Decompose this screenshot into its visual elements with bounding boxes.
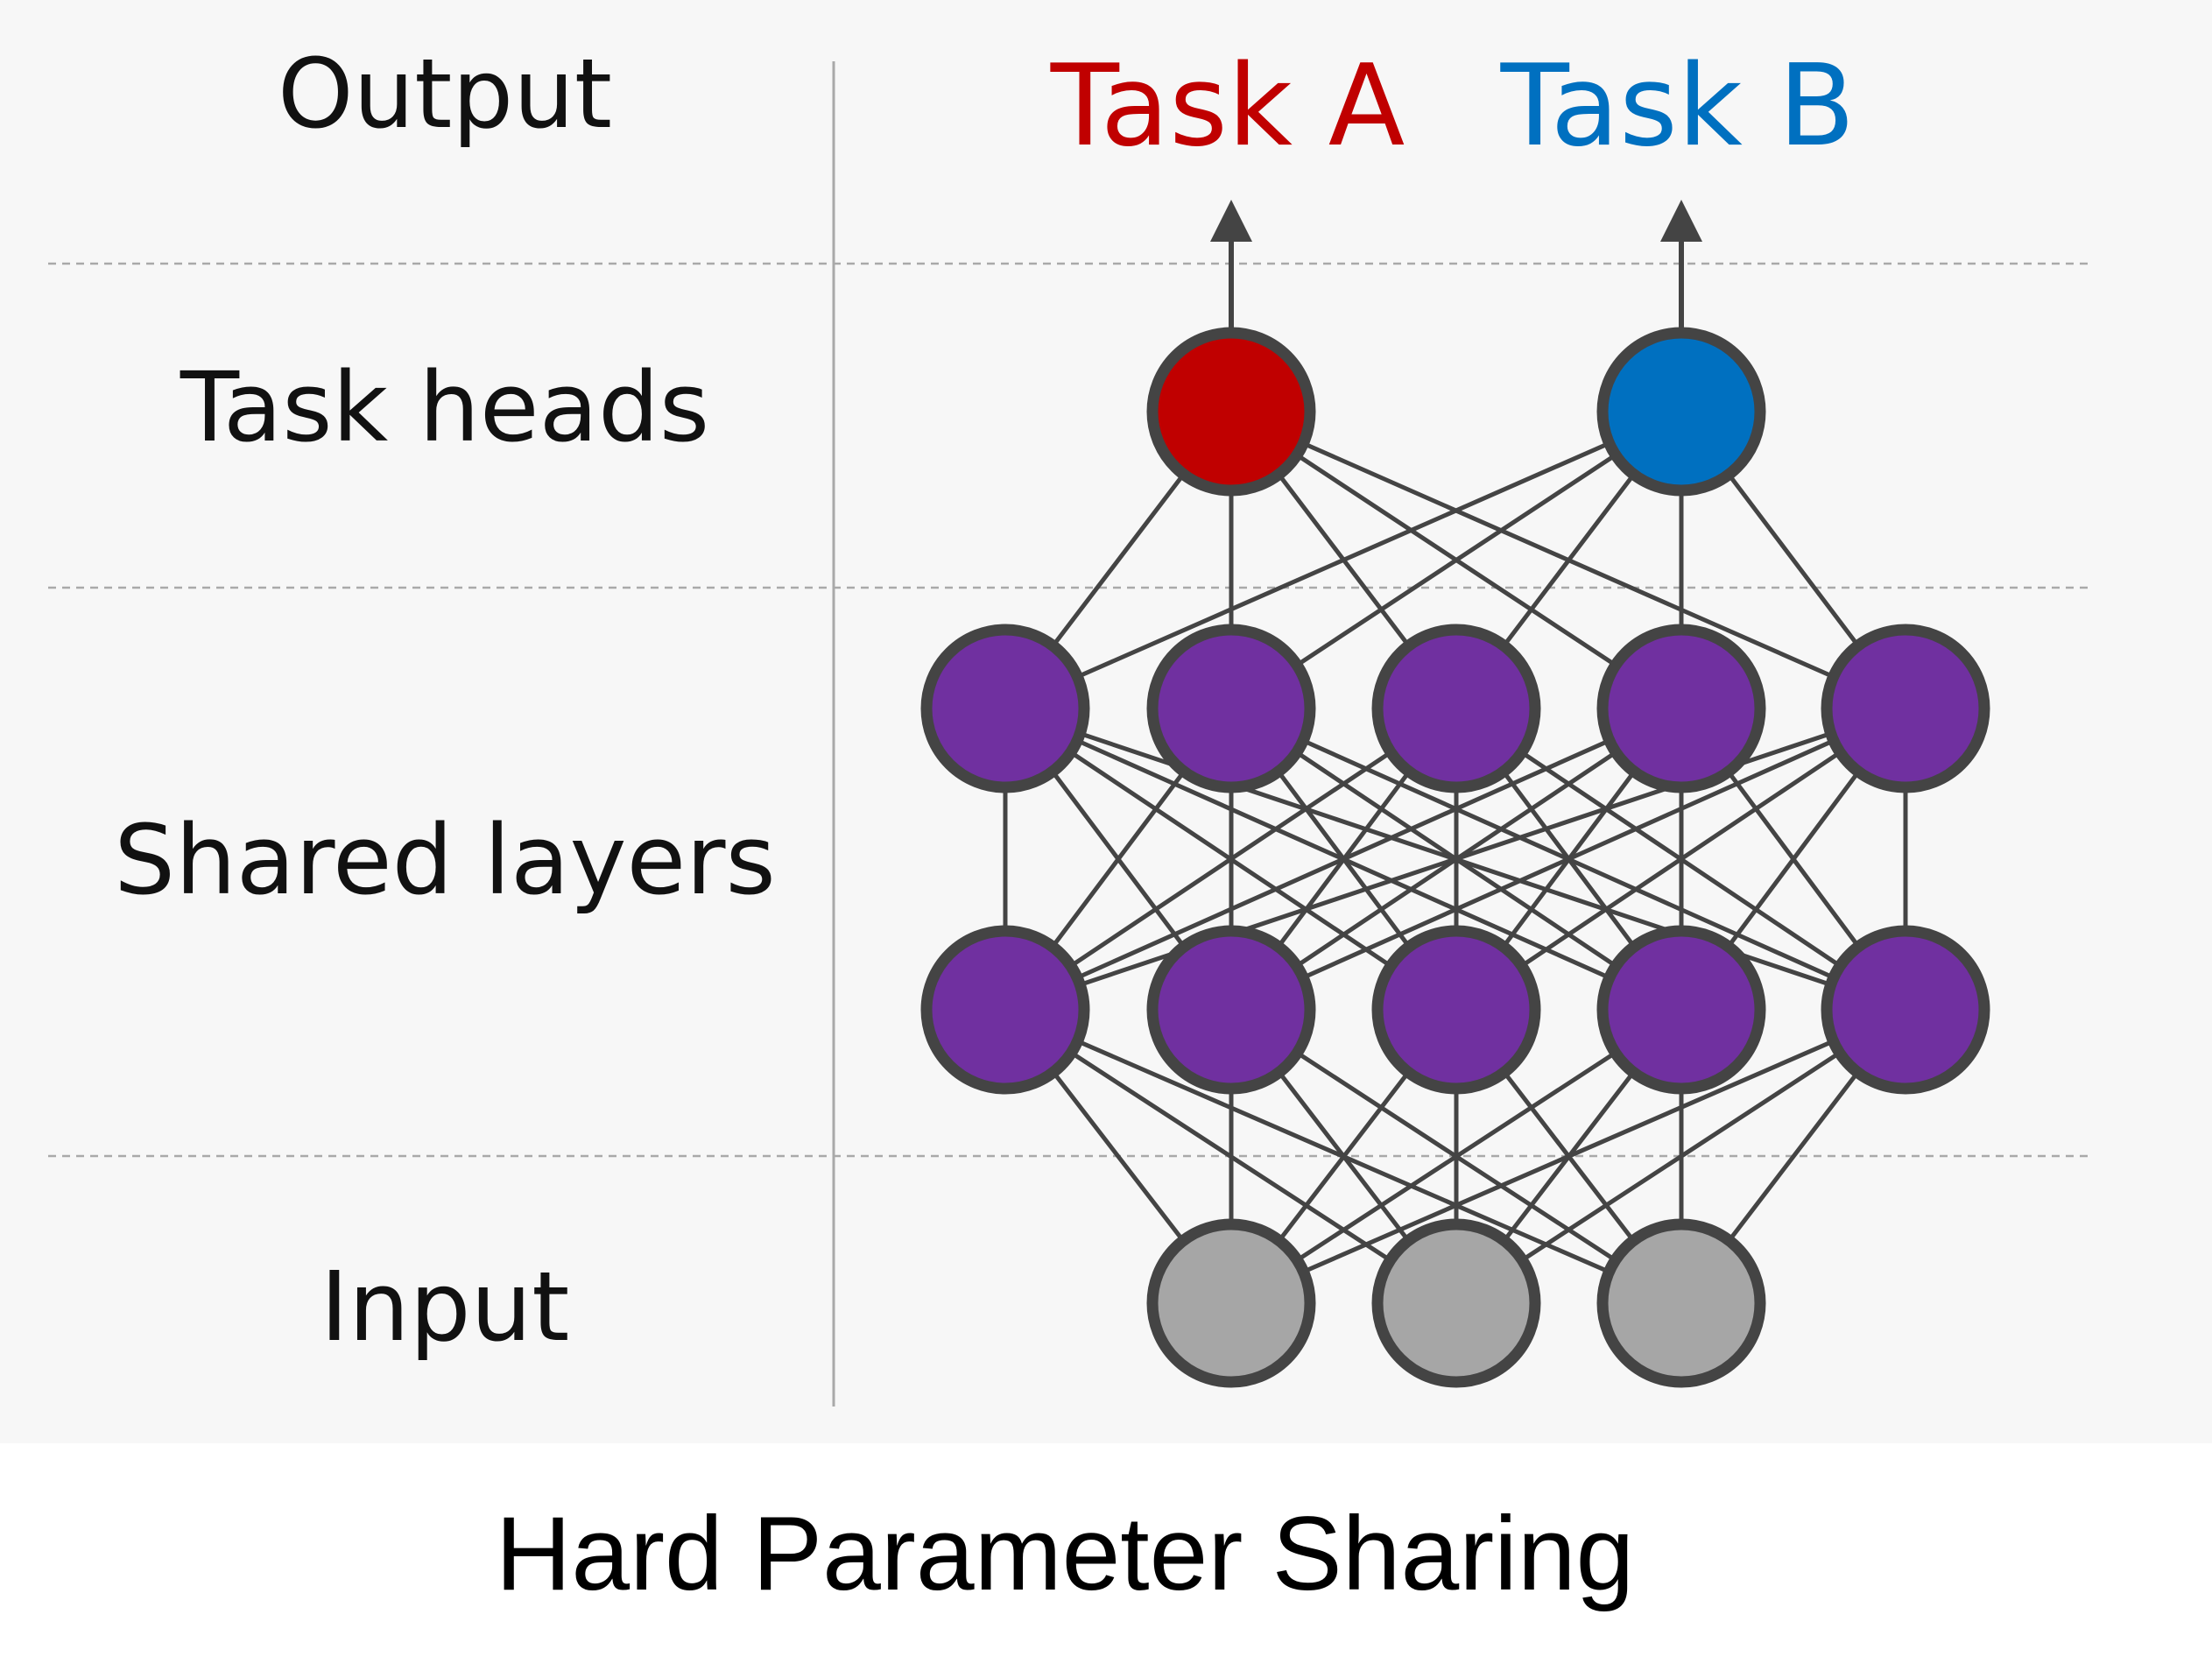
task-b-head-node	[1596, 327, 1766, 497]
edge-shared2-5-to-shared1-1	[1004, 706, 1906, 1012]
row-label-task-heads: Task heads	[180, 351, 709, 463]
row-label-output: Output	[278, 38, 612, 150]
row-label-input: Input	[321, 1251, 570, 1363]
task-b-label: Task B	[1500, 41, 1856, 172]
network-nodes	[920, 327, 1990, 1388]
shared-layer-2-node-5	[1821, 624, 1990, 793]
edge-shared2-5-to-shared1-3	[1455, 706, 1907, 1012]
edge-shared1-4-to-heads-1	[1229, 409, 1683, 711]
input-node-2	[1371, 1218, 1541, 1388]
edge-shared2-3-to-shared1-1	[1004, 706, 1458, 1012]
shared-layer-2-node-2	[1146, 624, 1316, 793]
edge-shared1-5-to-heads-1	[1229, 409, 1907, 711]
shared-layer-2-node-4	[1596, 624, 1766, 793]
shared-layer-2-node-3	[1371, 624, 1541, 793]
task-a-label: Task A	[1050, 41, 1405, 172]
task-a-head-node	[1146, 327, 1316, 497]
edge-shared2-5-to-shared1-2	[1229, 706, 1907, 1012]
edge-input-2-to-shared2-1	[1004, 1007, 1458, 1306]
edge-shared2-4-to-shared1-1	[1004, 706, 1683, 1012]
shared-layer-1-node-1	[920, 925, 1090, 1095]
diagram-caption: Hard Parameter Sharing	[496, 1495, 1635, 1612]
shared-layer-1-node-3	[1371, 925, 1541, 1095]
edge-input-3-to-shared2-2	[1229, 1007, 1683, 1306]
shared-layer-1-node-4	[1596, 925, 1766, 1095]
input-node-1	[1146, 1218, 1316, 1388]
row-label-shared-layers: Shared layers	[114, 804, 776, 916]
shared-layer-1-node-2	[1146, 925, 1316, 1095]
input-node-3	[1596, 1218, 1766, 1388]
edge-input-3-to-shared2-1	[1004, 1007, 1682, 1306]
shared-layer-1-node-5	[1821, 925, 1990, 1095]
shared-layer-2-node-1	[920, 624, 1090, 793]
